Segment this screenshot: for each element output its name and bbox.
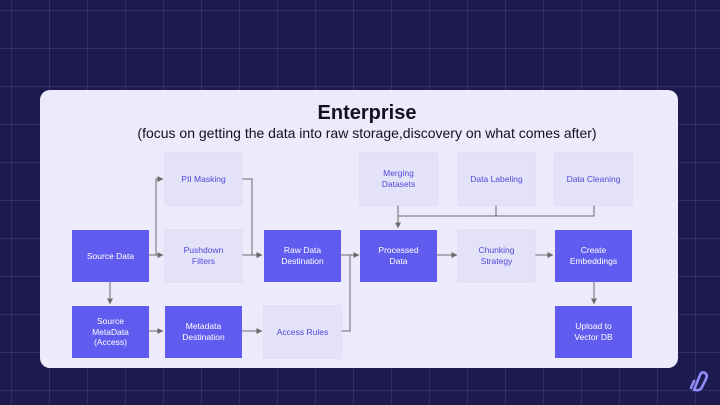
node-pushdown-filters: Pushdown Filters bbox=[165, 230, 242, 282]
node-pii-masking: PII Masking bbox=[165, 153, 242, 205]
node-data-cleaning: Data Cleaning bbox=[555, 153, 632, 205]
slide-title: Enterprise bbox=[317, 102, 417, 124]
node-raw-data-destination: Raw Data Destination bbox=[264, 230, 341, 282]
airbyte-logo-icon bbox=[689, 371, 709, 392]
node-source-data: Source Data bbox=[72, 230, 149, 282]
node-data-labeling: Data Labeling bbox=[458, 153, 535, 205]
slide-subtitle: (focus on getting the data into raw stor… bbox=[137, 125, 597, 141]
node-upload-vector-db: Upload to Vector DB bbox=[555, 306, 632, 358]
edge-source-pii bbox=[155, 176, 164, 255]
node-processed-data: Processed Data bbox=[360, 230, 437, 282]
node-metadata-destination: Metadata Destination bbox=[165, 306, 242, 358]
node-chunking-strategy: Chunking Strategy bbox=[458, 230, 535, 282]
edge-pii-raw bbox=[242, 178, 263, 258]
node-access-rules: Access Rules bbox=[264, 306, 341, 358]
edge-access-processed bbox=[339, 255, 351, 332]
node-merging-datasets: Merging Datasets bbox=[360, 153, 437, 205]
node-create-embeddings: Create Embeddings bbox=[555, 230, 632, 282]
node-source-metadata: Source MetaData (Access) bbox=[72, 306, 149, 358]
